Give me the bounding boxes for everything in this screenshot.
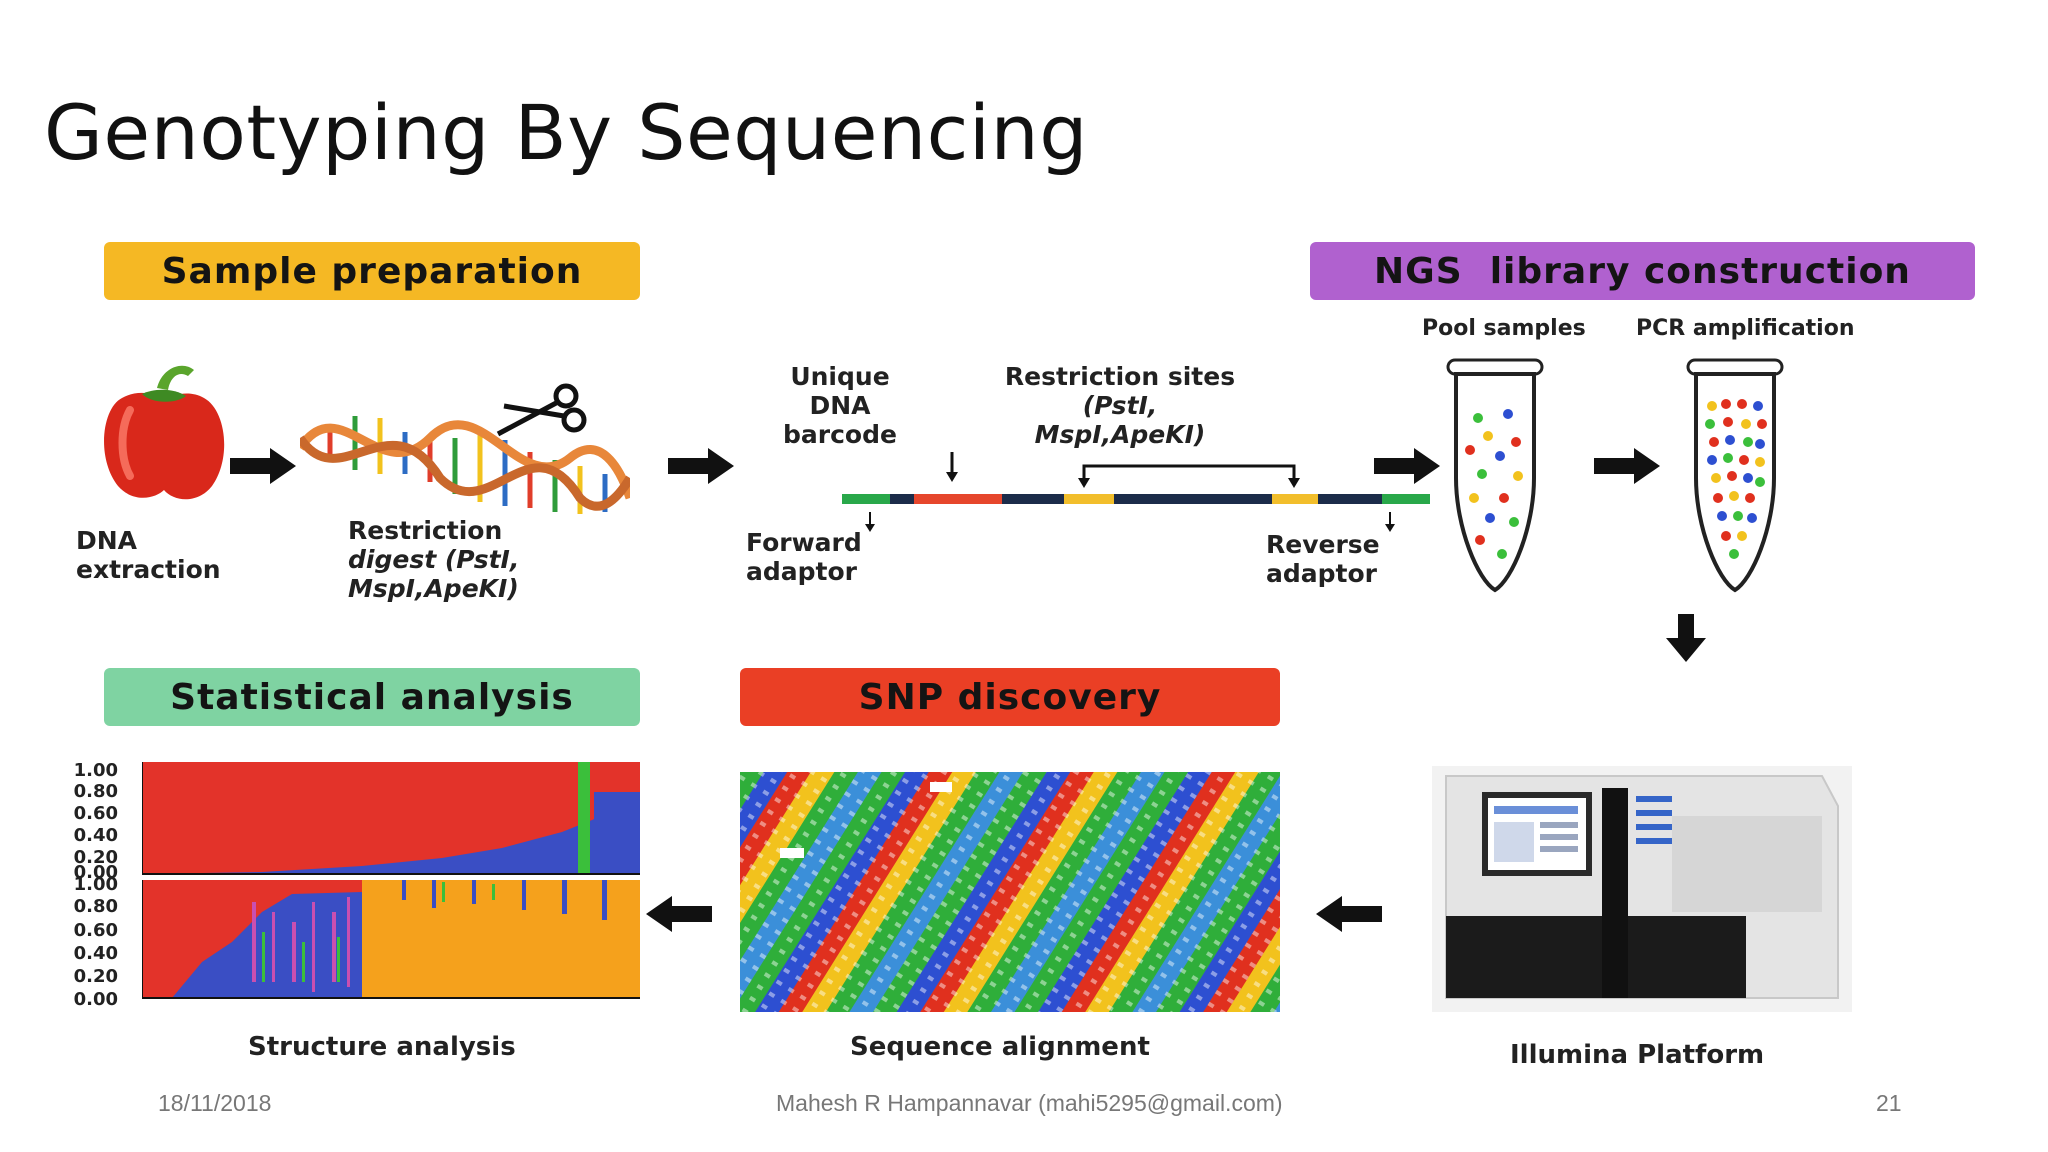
arrow-right-3 (1374, 448, 1440, 484)
label-reverse-adaptor: Reverse adaptor (1266, 530, 1380, 588)
ytick: 0.00 (73, 989, 118, 1010)
label-dna-extraction: DNA extraction (76, 526, 221, 584)
pool-samples-tube (1446, 358, 1544, 593)
arrow-down (1666, 614, 1706, 662)
stage-snp-discovery: SNP discovery (740, 668, 1280, 726)
footer-date: 18/11/2018 (158, 1090, 272, 1116)
pepper-illustration (104, 365, 225, 500)
ytick: 0.80 (73, 781, 118, 802)
illumina-sequencer-illustration (1432, 766, 1852, 1012)
label-restriction-sites: Restriction sites (PstI, MspI,ApeKI) (1004, 362, 1236, 449)
label-pcr-amplification: PCR amplification (1636, 316, 1855, 341)
ytick: 0.20 (73, 966, 118, 987)
caption-sequence-alignment: Sequence alignment (850, 1032, 1150, 1062)
scissors-icon (496, 383, 587, 437)
ytick: 0.40 (73, 943, 118, 964)
stage-statistical-analysis: Statistical analysis (104, 668, 640, 726)
footer-author: Mahesh R Hampannavar (mahi5295@gmail.com… (776, 1090, 1283, 1116)
structure-plot-y-axis-bottom: 1.00 0.80 0.60 0.40 0.20 0.00 (56, 874, 126, 1009)
label-forward-adaptor: Forward adaptor (746, 528, 862, 586)
ytick: 1.00 (73, 760, 118, 781)
arrow-left-2 (646, 896, 712, 932)
dna-helix-illustration (300, 416, 630, 514)
ytick: 0.00 (73, 862, 118, 883)
ytick: 0.60 (73, 803, 118, 824)
arrow-right-2 (668, 448, 734, 484)
footer-page-number: 21 (1876, 1090, 1902, 1116)
stage-sample-preparation: Sample preparation (104, 242, 640, 300)
pcr-amplification-tube (1686, 358, 1784, 593)
slide-title: Genotyping By Sequencing (44, 88, 1088, 177)
sequence-alignment-illustration (740, 772, 1280, 1012)
ytick: 0.20 (73, 847, 118, 868)
structure-plot-y-axis-top: 1.00 0.80 0.60 0.40 0.20 0.00 (56, 760, 126, 882)
dna-fragment-construct (842, 452, 1430, 532)
stage-ngs-library-construction: NGS library construction (1310, 242, 1975, 300)
arrow-right-4 (1594, 448, 1660, 484)
ytick: 0.80 (73, 896, 118, 917)
label-restriction-digest: Restriction digest (PstI, MspI,ApeKI) (348, 516, 520, 603)
arrow-right-1 (230, 448, 296, 484)
arrow-left-1 (1316, 896, 1382, 932)
gbs-workflow-figure: Sample preparation NGS library construct… (70, 226, 2000, 1096)
structure-plot (142, 762, 640, 999)
caption-structure-analysis: Structure analysis (248, 1032, 516, 1062)
ytick: 1.00 (73, 874, 118, 895)
ytick: 0.60 (73, 920, 118, 941)
label-unique-dna-barcode: Unique DNA barcode (783, 362, 897, 449)
ytick: 0.40 (73, 825, 118, 846)
caption-illumina-platform: Illumina Platform (1510, 1040, 1765, 1070)
label-pool-samples: Pool samples (1422, 316, 1586, 341)
